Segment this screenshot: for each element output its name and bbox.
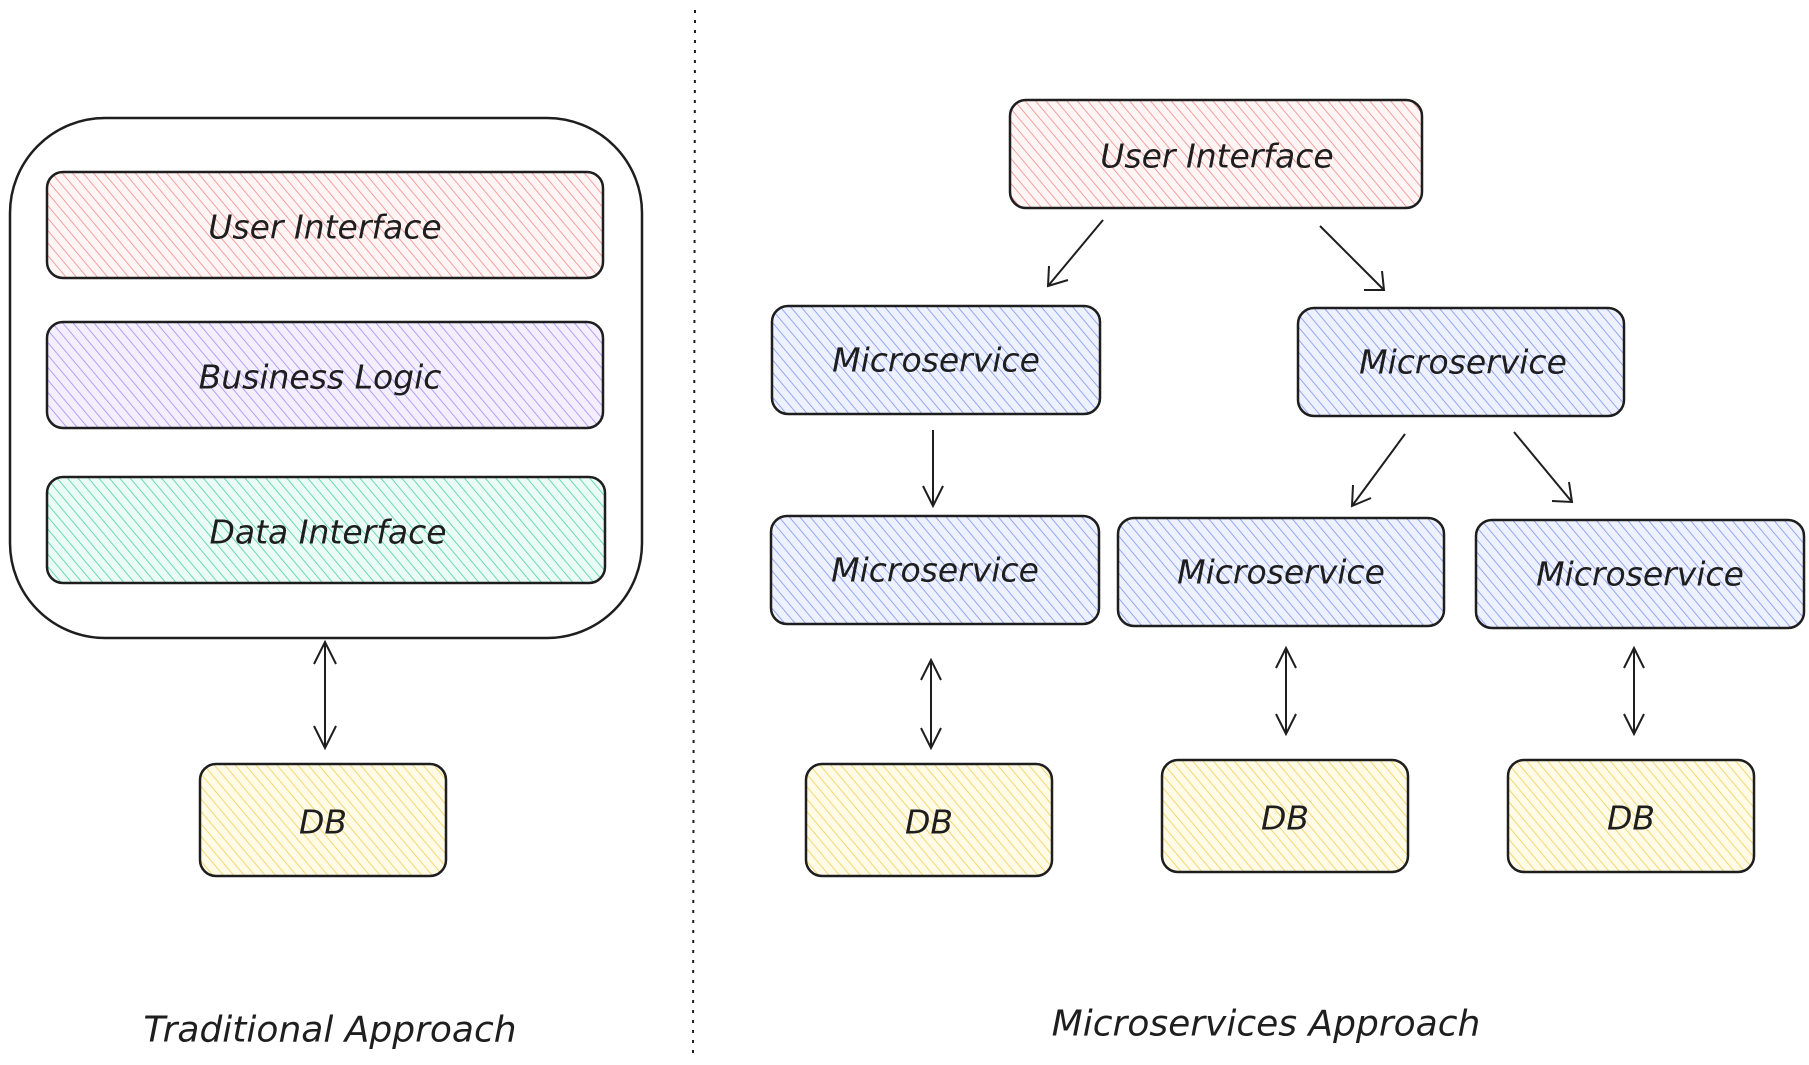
ms-db-right: DB xyxy=(1506,758,1756,874)
traditional-db: DB xyxy=(198,762,448,878)
left-top-to-left-bottom-arrow xyxy=(922,430,944,509)
ms-ui-label: User Interface xyxy=(1100,137,1333,176)
ms-service-mid-bottom: Microservice xyxy=(1116,516,1446,628)
ms-service-left-bottom-label: Microservice xyxy=(831,551,1039,590)
ms-service-mid-bottom-label: Microservice xyxy=(1177,553,1385,592)
right-top-to-right-bottom-arrow xyxy=(1513,431,1574,504)
ms-service-left-top-label: Microservice xyxy=(832,341,1040,380)
ms-service-right-top-label: Microservice xyxy=(1359,343,1567,382)
right-db-arrow xyxy=(1623,645,1645,737)
ms-service-left-bottom: Microservice xyxy=(769,514,1101,626)
monolith-container xyxy=(8,116,644,640)
microservices-caption: Microservices Approach xyxy=(1052,1004,1481,1045)
traditional-data-layer: Data Interface xyxy=(45,475,607,585)
traditional-db-arrow xyxy=(313,639,337,751)
section-divider xyxy=(692,9,696,1059)
ms-service-left-top: Microservice xyxy=(770,304,1102,416)
left-db-arrow xyxy=(920,657,942,751)
ms-service-right-bottom-label: Microservice xyxy=(1536,555,1744,594)
ui-to-left-service-arrow xyxy=(1046,219,1104,288)
traditional-business-layer: Business Logic xyxy=(45,320,605,430)
right-top-to-mid-bottom-arrow xyxy=(1350,433,1406,508)
ms-db-left-label: DB xyxy=(905,803,953,842)
ms-db-left: DB xyxy=(804,762,1054,878)
ms-db-mid: DB xyxy=(1160,758,1410,874)
ms-db-mid-label: DB xyxy=(1261,799,1309,838)
traditional-business-label: Business Logic xyxy=(199,358,442,397)
microservices-approach: User Interface Microservice Microservice xyxy=(769,98,1806,1045)
ms-service-right-bottom: Microservice xyxy=(1474,518,1806,630)
traditional-ui-label: User Interface xyxy=(208,208,441,247)
traditional-approach: User Interface Business Logic Data Inter… xyxy=(8,116,644,1051)
ms-user-interface: User Interface xyxy=(1008,98,1424,210)
ms-service-right-top: Microservice xyxy=(1296,306,1626,418)
traditional-caption: Traditional Approach xyxy=(143,1010,516,1051)
traditional-db-label: DB xyxy=(299,803,347,842)
traditional-ui-layer: User Interface xyxy=(45,170,605,280)
traditional-data-label: Data Interface xyxy=(209,513,446,552)
ms-db-right-label: DB xyxy=(1607,799,1655,838)
mid-db-arrow xyxy=(1275,645,1297,737)
ui-to-right-service-arrow xyxy=(1319,225,1386,291)
